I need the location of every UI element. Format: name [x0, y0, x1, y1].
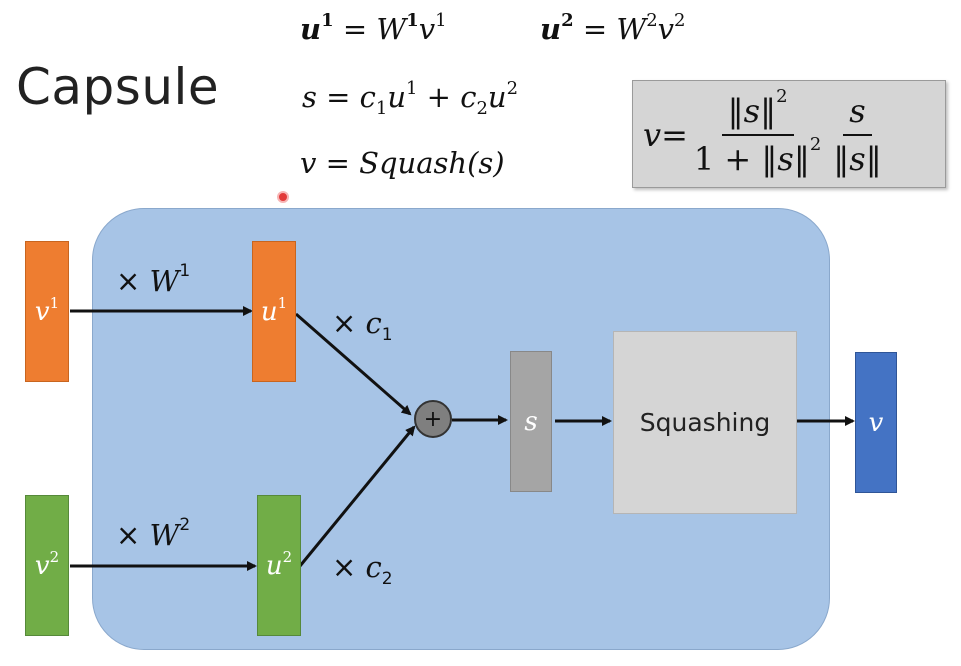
label-times-c1: × c1 — [332, 306, 393, 345]
equation-s: s = c1u1 + c2u2 — [302, 78, 519, 119]
arrow-u1-sum — [295, 312, 412, 416]
label-times-w1: × W1 — [116, 261, 191, 298]
formula-equals: = — [661, 116, 688, 154]
squash-formula-box: v = ‖s‖2 1 + ‖s‖2 s ‖s‖ — [632, 80, 946, 188]
slide-title: Capsule — [16, 58, 220, 116]
arrow-u2-sum — [298, 425, 416, 567]
equation-v-squash: v = Squash(s) — [300, 146, 505, 180]
vector-s: s — [510, 351, 552, 492]
formula-fraction-right: s ‖s‖ — [833, 92, 882, 178]
sum-node: + — [414, 400, 452, 438]
formula-fraction-left: ‖s‖2 1 + ‖s‖2 — [693, 86, 822, 178]
label-times-w2: × W2 — [116, 515, 191, 552]
equation-u1: u1 = W1v1 — [300, 10, 447, 46]
vector-v-output: v — [855, 352, 897, 493]
squash-formula: v = ‖s‖2 1 + ‖s‖2 s ‖s‖ — [643, 86, 888, 183]
equation-u2: u2 = W2v2 — [540, 10, 686, 46]
formula-v: v — [643, 116, 662, 154]
laser-pointer-dot — [277, 191, 289, 203]
squashing-box: Squashing — [613, 331, 797, 514]
label-times-c2: × c2 — [332, 550, 393, 589]
